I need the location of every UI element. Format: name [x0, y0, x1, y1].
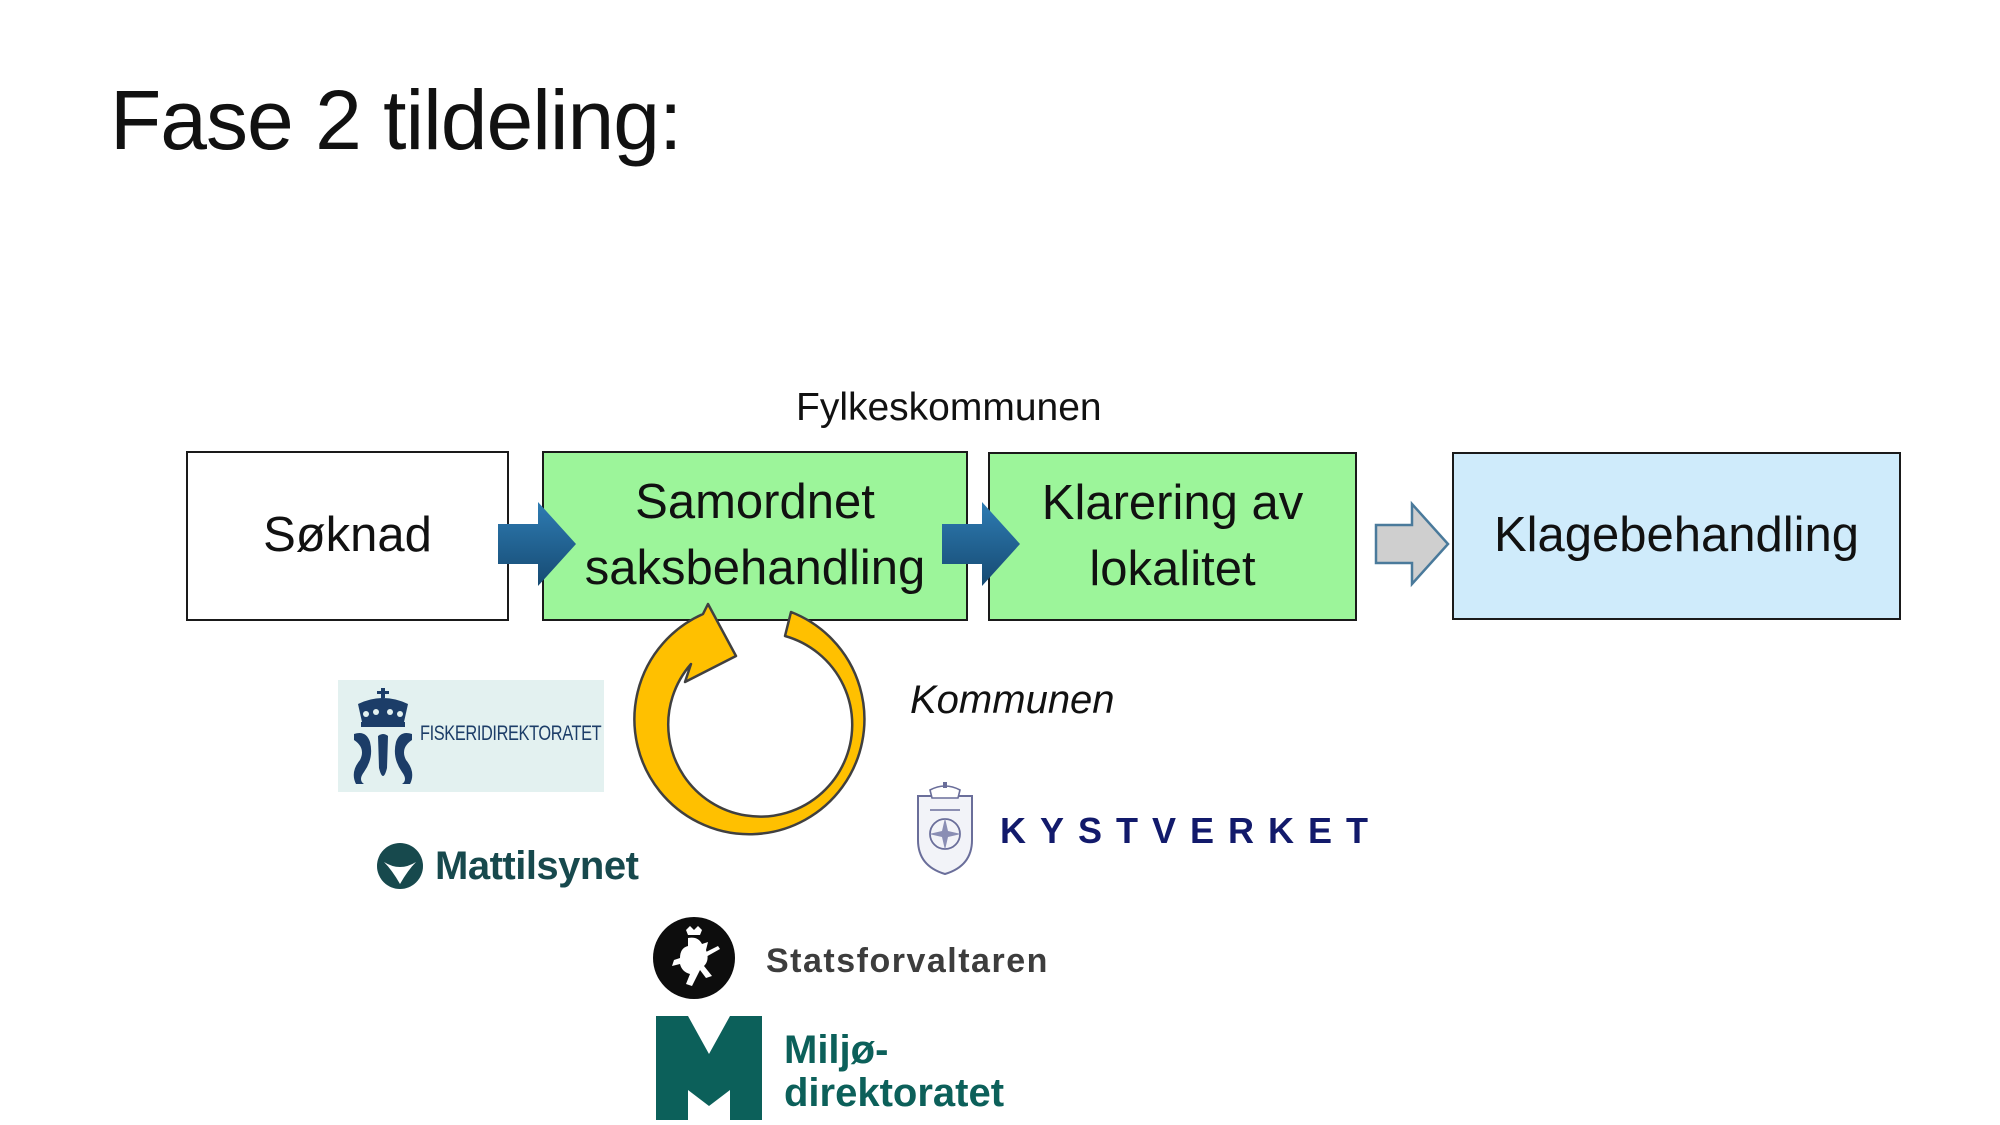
- arrow-right-icon: [942, 502, 1022, 586]
- fylkeskommunen-label: Fylkeskommunen: [796, 386, 1102, 429]
- lion-emblem-icon: [652, 916, 736, 1000]
- kystverket-text: KYSTVERKET: [1000, 810, 1383, 851]
- step-soknad-box: Søknad: [186, 451, 509, 621]
- mattilsynet-text: Mattilsynet: [435, 844, 639, 888]
- step-klage-label: Klagebehandling: [1493, 508, 1860, 563]
- step-klage-box: Klagebehandling: [1452, 452, 1901, 620]
- miljodirektoratet-text: Miljø- direktoratet: [784, 1028, 1005, 1116]
- fiskeridirektoratet-logo: FISKERIDIREKTORATET: [338, 680, 604, 792]
- step-samordnet-box: Samordnet saksbehandling: [542, 451, 968, 621]
- mattilsynet-icon: [376, 842, 424, 890]
- arrow-right-outline-icon: [1374, 500, 1450, 588]
- step-klarering-line2: lokalitet: [1089, 541, 1256, 596]
- kystverket-emblem-icon: [914, 782, 976, 876]
- miljodirektoratet-line1: Miljø-: [784, 1028, 889, 1072]
- step-soknad-label: Søknad: [263, 508, 432, 563]
- step-klarering-box: Klarering av lokalitet: [988, 452, 1357, 621]
- arrow-right-icon: [498, 502, 578, 586]
- crown-mermaid-icon: [353, 688, 413, 784]
- step-samordnet-line2: saksbehandling: [584, 541, 926, 595]
- miljodirektoratet-line2: direktoratet: [784, 1071, 1005, 1116]
- kommunen-label: Kommunen: [910, 678, 1115, 722]
- step-samordnet-line1: Samordnet: [635, 475, 875, 530]
- slide-title: Fase 2 tildeling:: [110, 73, 682, 167]
- step-klarering-line1: Klarering av: [1041, 475, 1304, 530]
- circular-arrow-icon: [628, 602, 874, 844]
- fiskeridirektoratet-text: FISKERIDIREKTORATET: [420, 722, 602, 745]
- statsforvaltaren-text: Statsforvaltaren: [766, 942, 1049, 980]
- miljodirektoratet-m-icon: [656, 1016, 762, 1120]
